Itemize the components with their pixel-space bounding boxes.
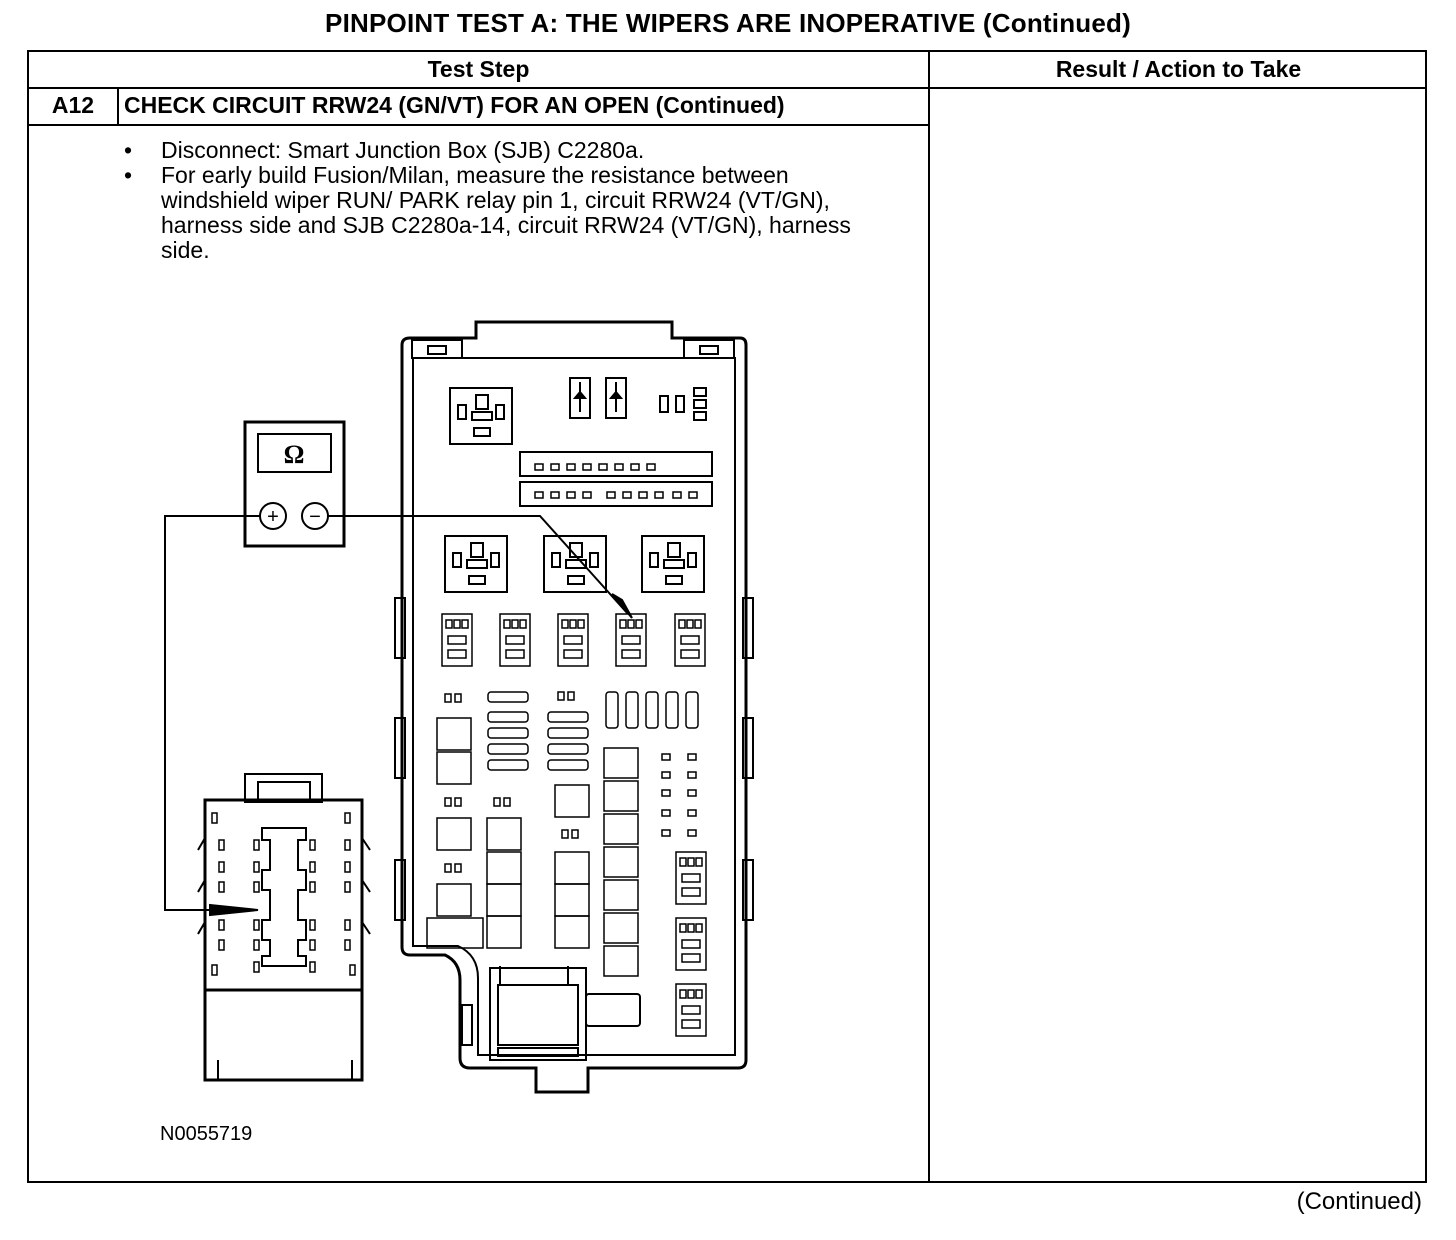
ohmmeter: Ω + −	[243, 420, 346, 548]
smart-junction-box	[394, 320, 754, 1094]
step-instructions: Disconnect: Smart Junction Box (SJB) C22…	[121, 138, 901, 263]
column-divider	[928, 52, 930, 1181]
instruction-item: Disconnect: Smart Junction Box (SJB) C22…	[121, 138, 901, 164]
plus-terminal-label: +	[267, 506, 279, 528]
test-leads	[164, 515, 633, 917]
step-title: CHECK CIRCUIT RRW24 (GN/VT) FOR AN OPEN …	[124, 92, 785, 118]
page-title: PINPOINT TEST A: THE WIPERS ARE INOPERAT…	[325, 8, 1131, 38]
ohm-symbol: Ω	[284, 440, 305, 469]
column-header-test-step: Test Step	[427, 56, 530, 82]
column-header-result: Result / Action to Take	[1055, 56, 1302, 82]
minus-terminal-label: −	[309, 506, 321, 528]
header-rule	[29, 87, 1425, 89]
instruction-item: For early build Fusion/Milan, measure th…	[121, 163, 901, 263]
step-id-divider	[117, 88, 119, 125]
test-table: Test Step Result / Action to Take A12 CH…	[27, 50, 1427, 1183]
step-rule	[29, 124, 929, 126]
sjb-connector-c2280a	[197, 773, 371, 1082]
figure-id: N0055719	[160, 1123, 252, 1145]
continued-label: (Continued)	[1296, 1188, 1422, 1215]
step-id: A12	[51, 92, 95, 118]
